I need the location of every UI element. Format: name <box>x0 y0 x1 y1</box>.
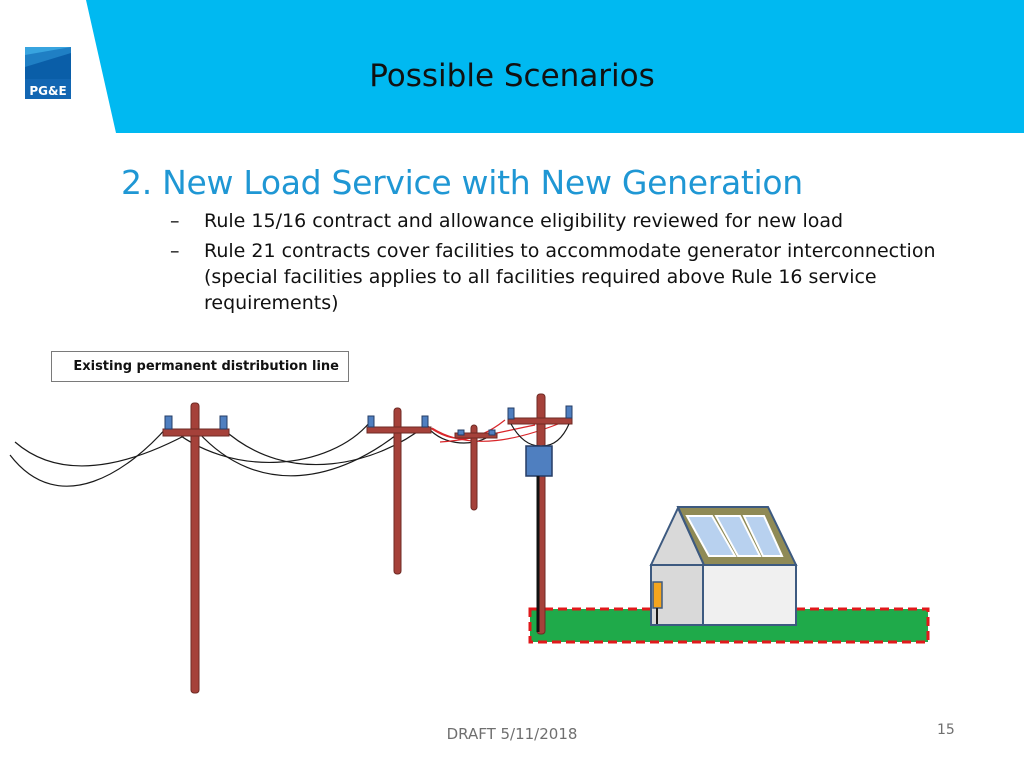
page-number: 15 <box>937 722 955 738</box>
utility-pole <box>366 407 432 575</box>
insulator-icon <box>507 407 515 420</box>
transformer-icon <box>525 445 553 477</box>
insulator-icon <box>457 429 465 436</box>
bullet-marker: – <box>170 240 180 262</box>
pge-logo: PG&E <box>25 47 71 99</box>
meter-icon <box>652 581 663 609</box>
insulator-icon <box>421 415 429 428</box>
callout-label: Existing permanent distribution line <box>73 359 339 374</box>
utility-pole <box>454 424 498 511</box>
header-bar <box>0 0 1024 133</box>
insulator-icon <box>164 415 173 430</box>
bullet-item: – Rule 21 contracts cover facilities to … <box>170 238 970 316</box>
callout-label-box: Existing permanent distribution line <box>51 351 349 382</box>
insulator-icon <box>219 415 228 430</box>
insulator-icon <box>488 429 496 436</box>
insulator-icon <box>565 405 573 419</box>
bullet-list: – Rule 15/16 contract and allowance elig… <box>170 208 970 320</box>
bullet-text: Rule 15/16 contract and allowance eligib… <box>204 210 844 232</box>
header-background <box>86 0 1024 133</box>
slide-title: Possible Scenarios <box>369 58 655 94</box>
footer-draft-label: DRAFT 5/11/2018 <box>446 725 578 743</box>
bullet-text: Rule 21 contracts cover facilities to ac… <box>204 240 936 314</box>
bullet-marker: – <box>170 210 180 232</box>
bullet-item: – Rule 15/16 contract and allowance elig… <box>170 208 970 234</box>
logo-text: PG&E <box>29 84 66 98</box>
insulator-icon <box>367 415 375 428</box>
section-heading: 2. New Load Service with New Generation <box>121 163 803 202</box>
utility-pole <box>162 402 230 694</box>
service-pole <box>507 393 573 635</box>
solar-panel-icon <box>685 515 784 557</box>
house-with-solar-icon <box>649 505 798 626</box>
